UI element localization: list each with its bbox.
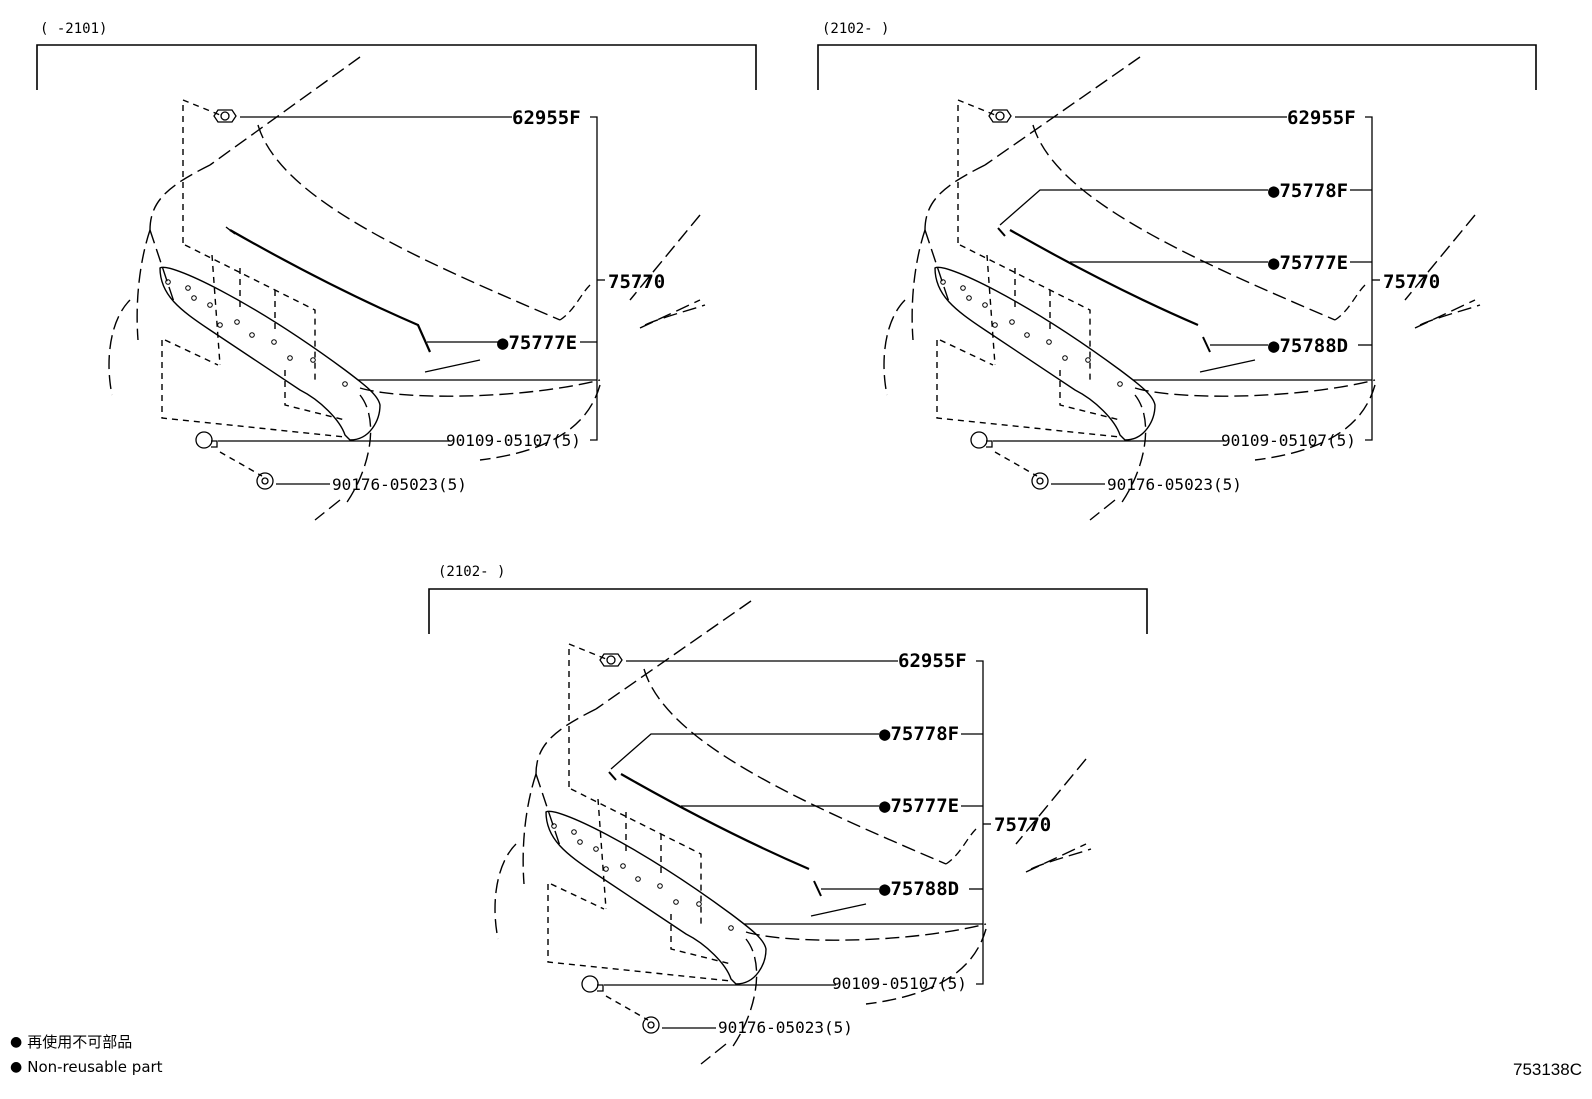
filled-circle-icon: ● [10,1059,23,1075]
label-75778F: ●75778F [1268,180,1348,202]
label-75778F: ●75778F [879,723,959,745]
drawing-number: 753138C [1512,1060,1582,1079]
panel-2102-top: (2102- ) 62955F ●75778F ●75777E 75770 ●7… [816,21,1538,522]
label-90109-05107: 90109-05107(5) [446,431,581,450]
label-75770: 75770 [994,814,1051,836]
panel3-date-range: (2102- ) [438,564,505,580]
panel2-date-range: (2102- ) [822,21,889,37]
legend-english: ● Non-reusable part [10,1058,163,1076]
label-75788D: ●75788D [1268,335,1348,357]
label-90109-05107: 90109-05107(5) [832,974,967,993]
filled-circle-icon: ● [10,1033,23,1050]
label-90109-05107: 90109-05107(5) [1221,431,1356,450]
label-90176-05023: 90176-05023(5) [332,475,467,494]
label-75777E: ●75777E [1268,252,1348,274]
label-75777E: ●75777E [879,795,959,817]
label-75788D: ●75788D [879,878,959,900]
panel-2102-bottom: (2102- ) 62955F ●75778F ●75777E 75770 ●7… [427,564,1149,1066]
label-75777E: ●75777E [497,332,577,354]
label-62955F: 62955F [898,650,967,672]
panel1-date-range: ( -2101) [40,21,107,37]
legend-japanese-text: 再使用不可部品 [27,1033,133,1051]
panel-pre-2101: ( -2101) 62955F 75770 ●75777E 90109-0510… [35,21,758,522]
label-90176-05023: 90176-05023(5) [718,1018,853,1037]
label-75770: 75770 [608,271,665,293]
legend-english-text: Non-reusable part [27,1058,163,1076]
label-90176-05023: 90176-05023(5) [1107,475,1242,494]
label-75770: 75770 [1383,271,1440,293]
label-62955F: 62955F [512,107,581,129]
legend-japanese: ● 再使用不可部品 [10,1031,132,1052]
label-62955F: 62955F [1287,107,1356,129]
